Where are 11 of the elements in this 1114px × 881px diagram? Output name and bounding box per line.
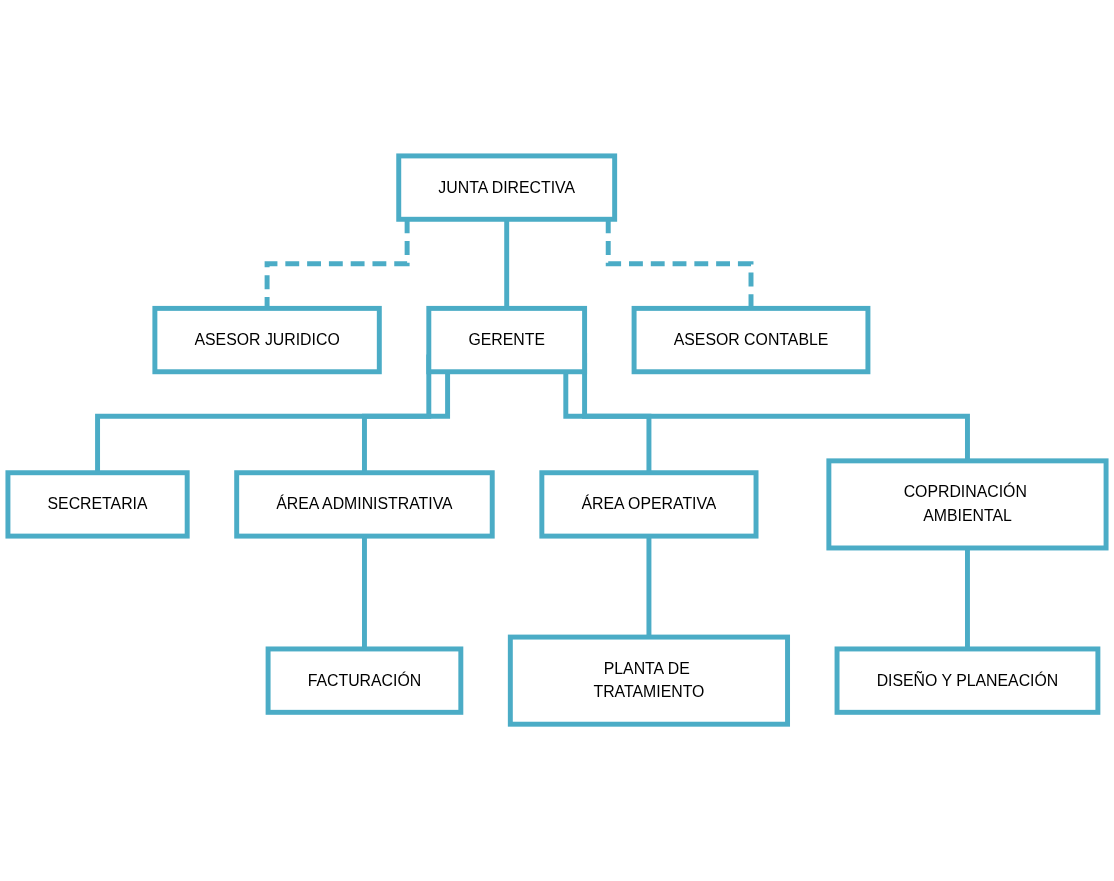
node-box: ASESOR CONTABLE — [631, 306, 871, 375]
node-box: PLANTA DE TRATAMIENTO — [507, 635, 790, 728]
node-box: SECRETARIA — [5, 470, 190, 539]
node-box: ÁREA OPERATIVA — [539, 470, 759, 539]
node-box: DISEÑO Y PLANEACIÓN — [834, 646, 1101, 716]
node-box: ÁREA ADMINISTRATIVA — [234, 470, 495, 539]
node-box: COPRDINACIÓN AMBIENTAL — [826, 458, 1109, 551]
node-box: ASESOR JURIDICO — [152, 306, 382, 375]
node-box: GERENTE — [426, 306, 588, 375]
node-box: FACTURACIÓN — [265, 646, 464, 716]
node-box: JUNTA DIRECTIVA — [396, 153, 618, 223]
